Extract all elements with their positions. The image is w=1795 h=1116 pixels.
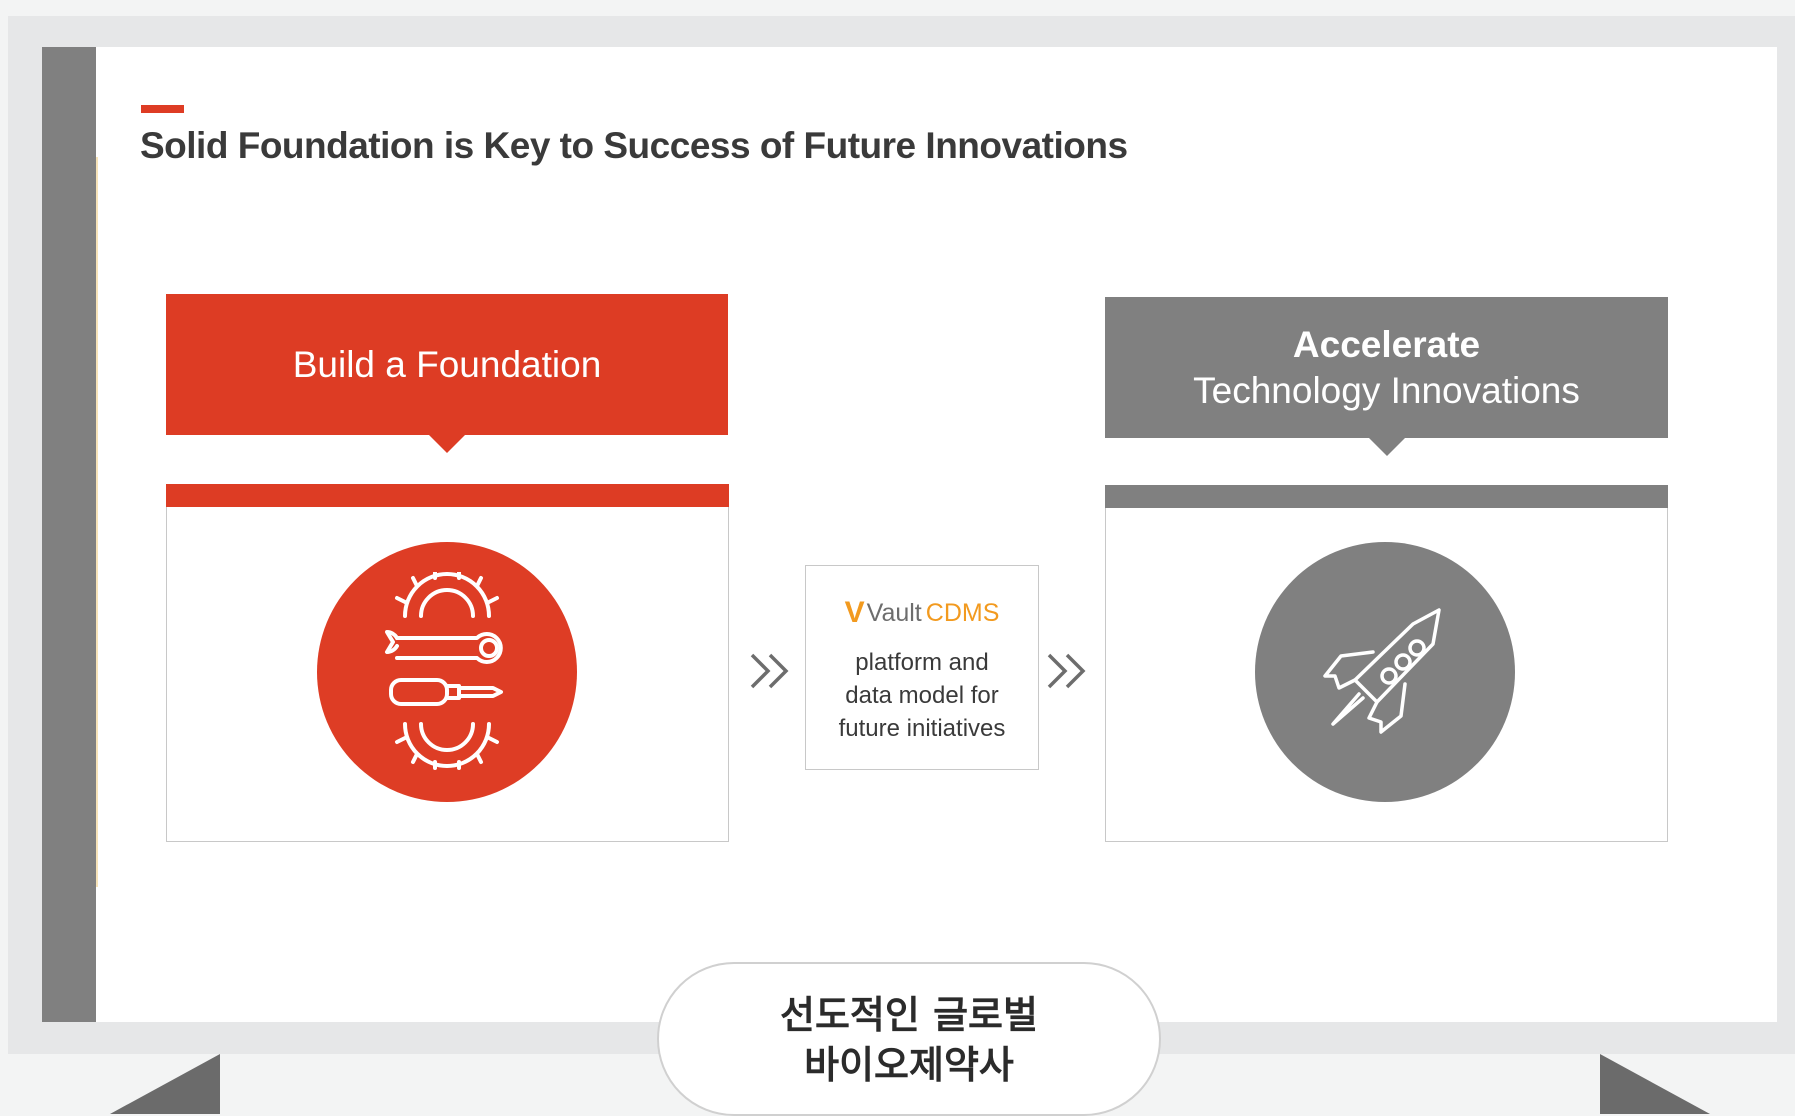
chevron-double-right-icon (750, 653, 789, 689)
vault-logo-text: Vault (866, 598, 922, 627)
header-pointer (429, 435, 465, 453)
caption-bubble: 선도적인 글로벌 바이오제약사 (657, 962, 1161, 1116)
cdms-logo-text: CDMS (925, 598, 1000, 627)
slide-sidebar (42, 47, 96, 1022)
accelerate-header: Accelerate Technology Innovations (1105, 297, 1668, 456)
title-accent-bar (141, 105, 184, 113)
tools-circle (317, 542, 577, 802)
innovation-panel (1105, 485, 1668, 842)
build-foundation-header: Build a Foundation (166, 294, 728, 453)
vault-description: platform and data model for future initi… (806, 646, 1038, 745)
panel-top-bar (166, 484, 729, 507)
description-line: future initiatives (838, 715, 1006, 742)
caption-line: 바이오제약사 (804, 1043, 1014, 1087)
rocket-icon (1323, 608, 1441, 734)
slide-title: Solid Foundation is Key to Success of Fu… (140, 125, 1128, 166)
tools-icon (385, 572, 503, 770)
vault-cdms-box: V Vault CDMS platform and data model for… (805, 565, 1039, 770)
screen-stand-right (1600, 1054, 1710, 1114)
build-foundation-label: Build a Foundation (292, 343, 602, 385)
description-line: data model for (845, 682, 999, 709)
foundation-panel (166, 484, 729, 842)
screen-stand-left (110, 1054, 220, 1114)
vault-cdms-logo: V Vault CDMS (806, 596, 1038, 630)
rocket-circle (1255, 542, 1515, 802)
caption-line: 선도적인 글로벌 (780, 993, 1038, 1037)
chevron-double-right-icon (1047, 653, 1086, 689)
slide-sidebar-line (96, 157, 98, 887)
slide: Solid Foundation is Key to Success of Fu… (42, 47, 1777, 1022)
panel-top-bar (1105, 485, 1668, 508)
technology-innovations-label: Technology Innovations (1193, 369, 1580, 411)
header-pointer (1368, 438, 1405, 456)
vault-logo-mark: V (844, 596, 865, 629)
description-line: platform and (855, 649, 989, 676)
accelerate-label: Accelerate (1292, 323, 1481, 365)
